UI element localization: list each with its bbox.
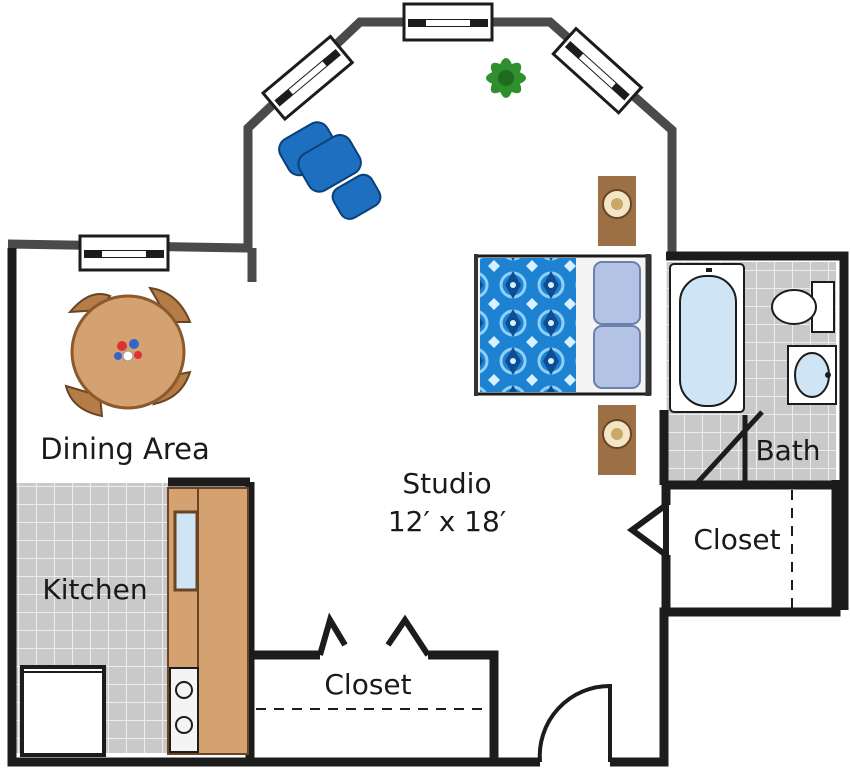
upper-walls — [7, 17, 677, 282]
dining-area-label: Dining Area — [40, 432, 210, 466]
windows — [78, 2, 644, 272]
studio-dimensions: 12′ x 18′ — [388, 505, 506, 538]
walls — [7, 248, 849, 767]
dining-table — [64, 286, 192, 418]
nightstand-bottom — [598, 405, 636, 475]
bath-label: Bath — [755, 434, 820, 467]
nightstand-top — [598, 176, 636, 246]
armchair — [278, 121, 382, 220]
right-closet-door — [626, 499, 669, 561]
toilet — [771, 281, 835, 333]
bathtub — [669, 263, 745, 413]
kitchen-counter — [167, 487, 249, 755]
kitchen-label: Kitchen — [42, 573, 147, 606]
closet-right-label: Closet — [693, 523, 780, 556]
bath-sink — [787, 345, 837, 405]
refrigerator — [20, 665, 106, 757]
closet-bottom-label: Closet — [324, 668, 411, 701]
bed — [474, 254, 652, 396]
bath-door — [696, 410, 764, 485]
bottom-closet-doors — [317, 612, 431, 657]
entry-door — [537, 683, 612, 763]
plant — [486, 58, 526, 98]
studio-label: Studio — [402, 467, 491, 500]
